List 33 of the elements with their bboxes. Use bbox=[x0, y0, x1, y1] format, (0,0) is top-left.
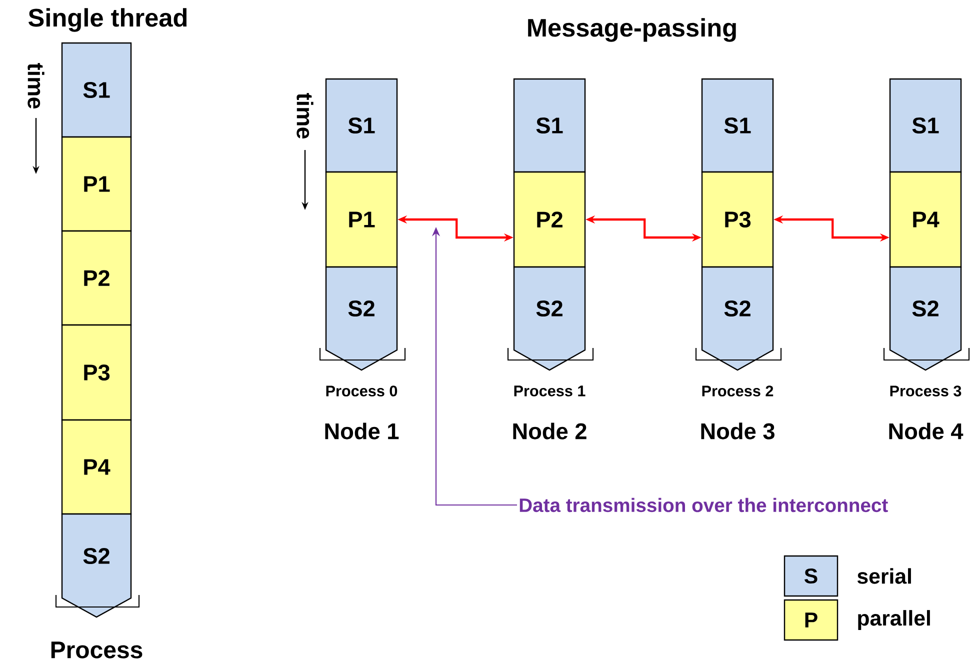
process-block: P2 bbox=[61, 230, 132, 326]
process-block: S1 bbox=[61, 42, 132, 138]
node-label: Node 2 bbox=[513, 422, 586, 440]
process-block: S2 bbox=[701, 266, 774, 371]
process-block: S2 bbox=[325, 266, 398, 371]
legend-text: serial bbox=[857, 568, 911, 584]
process-label: Process bbox=[51, 642, 142, 658]
process-block: S1 bbox=[701, 78, 774, 173]
process-label: Process 0 bbox=[326, 386, 398, 396]
process-label: Process 3 bbox=[890, 386, 962, 396]
process-block: S1 bbox=[889, 78, 962, 173]
node-label: Node 4 bbox=[889, 422, 964, 440]
process-block: P1 bbox=[61, 136, 132, 232]
node-label: Node 3 bbox=[701, 422, 774, 440]
process-block: S2 bbox=[513, 266, 586, 371]
process-block: S1 bbox=[325, 78, 398, 173]
process-block: P3 bbox=[61, 324, 132, 421]
time-label: time bbox=[296, 92, 314, 139]
process-block: S2 bbox=[61, 513, 132, 618]
annotation-text: Data transmission over the interconnect bbox=[520, 498, 888, 512]
process-block: S2 bbox=[889, 266, 962, 371]
heading: Message-passing bbox=[528, 18, 736, 42]
process-block: P3 bbox=[701, 171, 774, 268]
process-block: P4 bbox=[889, 171, 962, 268]
legend-text: parallel bbox=[858, 610, 930, 630]
process-block: P1 bbox=[325, 171, 398, 268]
process-label: Process 2 bbox=[702, 386, 774, 396]
process-block: P4 bbox=[61, 419, 132, 515]
process-block: P2 bbox=[513, 171, 586, 268]
time-label: time bbox=[28, 62, 44, 109]
process-label: Process 1 bbox=[514, 386, 586, 396]
process-block: S1 bbox=[513, 78, 586, 173]
node-label: Node 1 bbox=[325, 422, 399, 440]
